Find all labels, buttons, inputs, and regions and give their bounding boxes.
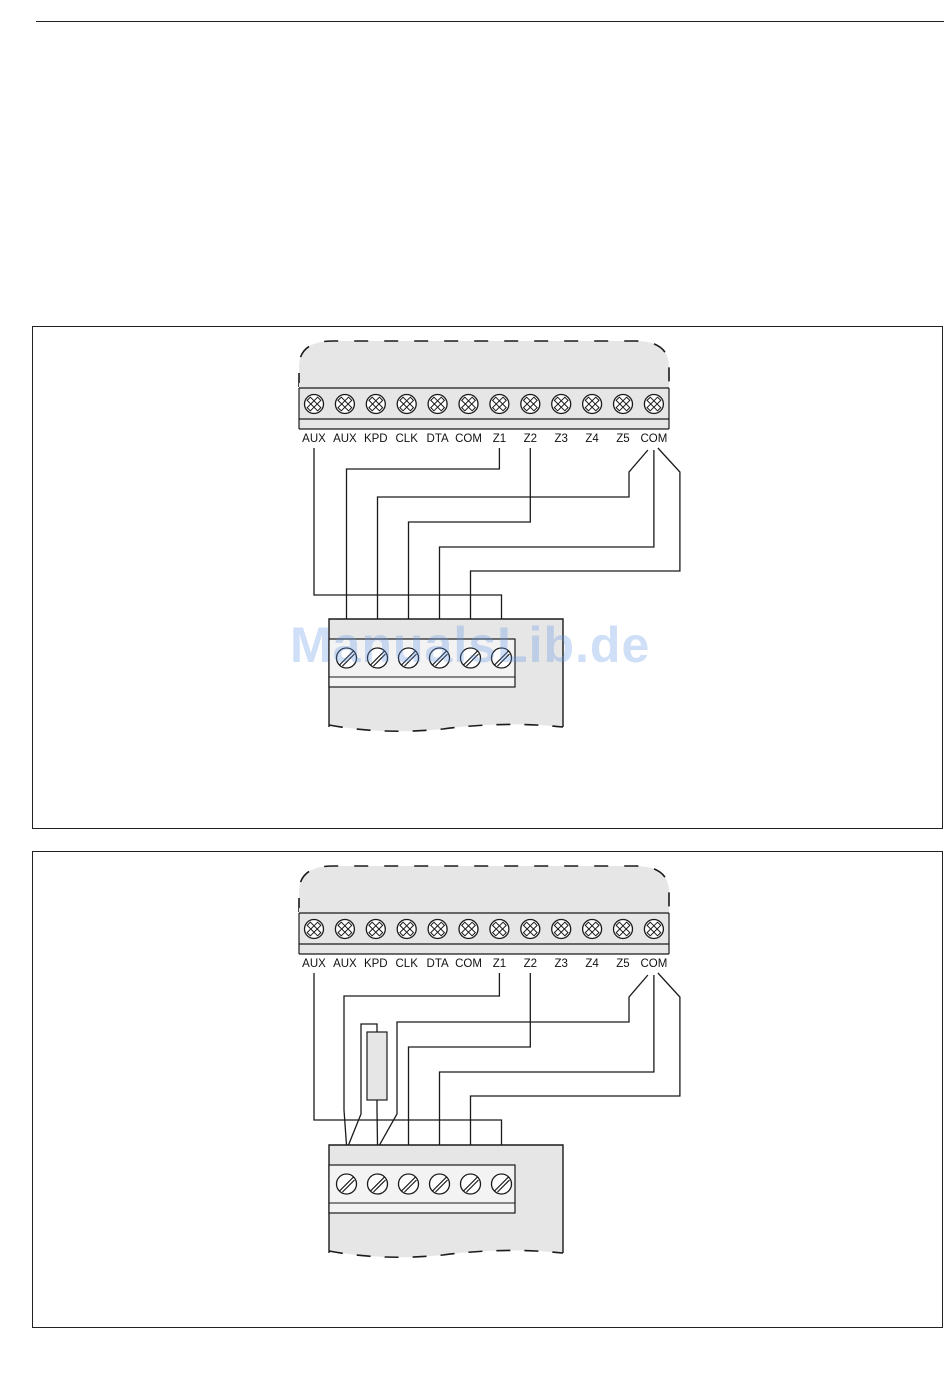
panel-screw-terminal-8 [521, 920, 540, 939]
wires-1 [314, 448, 680, 619]
panel-screw-terminal-7 [490, 395, 509, 414]
wire-z2-to-module-3 [409, 448, 531, 619]
keypad-module-2 [329, 1145, 563, 1257]
panel-terminal-label-5: DTA [427, 958, 449, 970]
panel-terminal-label-7: Z1 [493, 958, 506, 970]
resistor-lead-bottom [377, 1100, 378, 1145]
panel-screw-terminal-6 [459, 920, 478, 939]
panel-terminal-label-1: AUX [302, 433, 326, 445]
wire-com-c-to-module-5 [471, 973, 680, 1145]
wiring-diagram-1: AUX AUX KPD CLK DTA COM Z1 Z2 Z3 Z4 Z5 COM [33, 327, 944, 830]
header-rule [36, 21, 944, 22]
panel-screw-terminal-9 [552, 920, 571, 939]
panel-terminal-label-4: CLK [396, 958, 419, 970]
wire-aux-1-to-module-6 [314, 448, 502, 619]
panel-screw-terminal-10 [583, 920, 602, 939]
wire-com-b-to-module-4 [440, 450, 654, 619]
panel-terminal-label-1: AUX [302, 958, 326, 970]
panel-screw-terminal-11 [614, 920, 633, 939]
panel-terminal-label-11: Z5 [616, 433, 629, 445]
panel-terminal-label-7: Z1 [493, 433, 506, 445]
wiring-diagram-panel-1: AUX AUX KPD CLK DTA COM Z1 Z2 Z3 Z4 Z5 COM [32, 326, 943, 829]
panel-terminal-label-6: COM [455, 958, 482, 970]
panel-screw-terminal-12 [644, 920, 663, 939]
panel-screw-terminal-9 [552, 395, 571, 414]
panel-terminal-label-12: COM [640, 958, 667, 970]
panel-screw-terminal-2 [335, 395, 354, 414]
panel-screw-terminal-11 [614, 395, 633, 414]
panel-screw-terminal-1 [305, 395, 324, 414]
control-panel-2: AUX AUX KPD CLK DTA COM Z1 Z2 Z3 Z4 Z5 COM [299, 866, 669, 970]
module-terminal-strip [329, 1165, 515, 1213]
panel-terminal-label-3: KPD [364, 958, 388, 970]
panel-terminal-label-5: DTA [427, 433, 449, 445]
panel-screw-terminal-6 [459, 395, 478, 414]
wiring-diagram-2: AUX AUX KPD CLK DTA COM Z1 Z2 Z3 Z4 Z5 COM [33, 852, 944, 1329]
panel-terminal-label-6: COM [455, 433, 482, 445]
panel-terminal-label-10: Z4 [585, 958, 599, 970]
wire-aux-1-to-module-6 [314, 973, 502, 1145]
panel-terminal-label-8: Z2 [524, 958, 537, 970]
panel-terminal-label-12: COM [640, 433, 667, 445]
panel-screw-terminal-10 [583, 395, 602, 414]
control-panel-1: AUX AUX KPD CLK DTA COM Z1 Z2 Z3 Z4 Z5 COM [299, 341, 669, 445]
panel-terminal-label-9: Z3 [554, 958, 567, 970]
panel-terminal-label-4: CLK [396, 433, 419, 445]
wire-z2-to-module-3 [409, 973, 531, 1145]
panel-screw-terminal-7 [490, 920, 509, 939]
wire-com-a-to-module-2 [378, 450, 648, 619]
panel-screw-terminal-2 [335, 920, 354, 939]
panel-terminal-label-2: AUX [333, 958, 357, 970]
panel-screw-terminal-12 [644, 395, 663, 414]
panel-screw-terminal-4 [397, 395, 416, 414]
module-terminal-strip [329, 639, 515, 687]
panel-screw-terminal-5 [428, 395, 447, 414]
panel-screw-terminal-5 [428, 920, 447, 939]
panel-screw-terminal-8 [521, 395, 540, 414]
panel-terminal-label-10: Z4 [585, 433, 599, 445]
panel-housing-fill [299, 341, 669, 387]
panel-terminal-label-8: Z2 [524, 433, 537, 445]
wire-com-c-to-module-5 [471, 448, 680, 619]
panel-screw-terminal-3 [366, 920, 385, 939]
panel-terminal-label-3: KPD [364, 433, 388, 445]
wiring-diagram-panel-2: AUX AUX KPD CLK DTA COM Z1 Z2 Z3 Z4 Z5 COM [32, 851, 943, 1328]
keypad-module-1 [329, 619, 563, 731]
panel-terminal-label-11: Z5 [616, 958, 629, 970]
panel-screw-terminal-1 [305, 920, 324, 939]
panel-terminal-label-9: Z3 [554, 433, 567, 445]
panel-housing-fill [299, 866, 669, 912]
end-of-line-resistor [367, 1032, 387, 1100]
panel-screw-terminal-4 [397, 920, 416, 939]
wire-z1-to-module-1 [347, 448, 500, 619]
wires-2 [314, 973, 680, 1145]
panel-terminal-label-2: AUX [333, 433, 357, 445]
panel-screw-terminal-3 [366, 395, 385, 414]
